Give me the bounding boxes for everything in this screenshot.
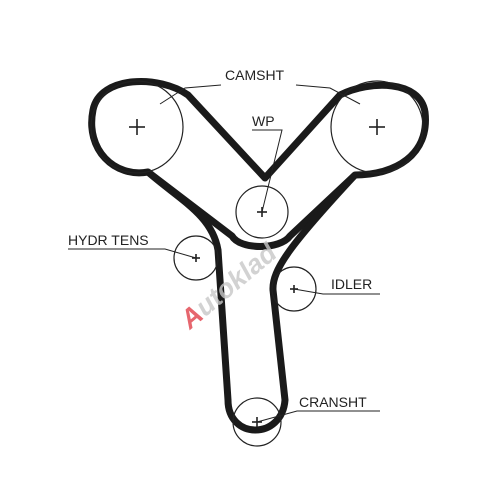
crankshaft-leader xyxy=(256,410,380,423)
hydraulic-tensioner-label: HYDR TENS xyxy=(68,232,149,248)
camshaft-label: CAMSHT xyxy=(225,67,285,83)
watermark-logo: Autoklad xyxy=(174,237,283,335)
water-pump-label: WP xyxy=(252,113,275,129)
crankshaft-label: CRANSHT xyxy=(299,394,367,410)
timing-belt xyxy=(88,78,429,250)
idler-label: IDLER xyxy=(331,276,372,292)
water-pump-leader xyxy=(252,129,283,213)
right-camshaft-pulley xyxy=(330,80,424,174)
camshaft-leader-right xyxy=(295,84,361,105)
watermark-rest: utoklad xyxy=(190,237,283,322)
left-camshaft-pulley xyxy=(90,80,184,174)
idler-leader xyxy=(293,288,380,295)
timing-belt-lower xyxy=(145,169,358,434)
hydraulic-tensioner-leader xyxy=(68,248,197,259)
svg-text:Autoklad: Autoklad xyxy=(174,237,283,335)
leader-lines xyxy=(68,84,380,423)
camshaft-leader-left xyxy=(159,84,222,105)
